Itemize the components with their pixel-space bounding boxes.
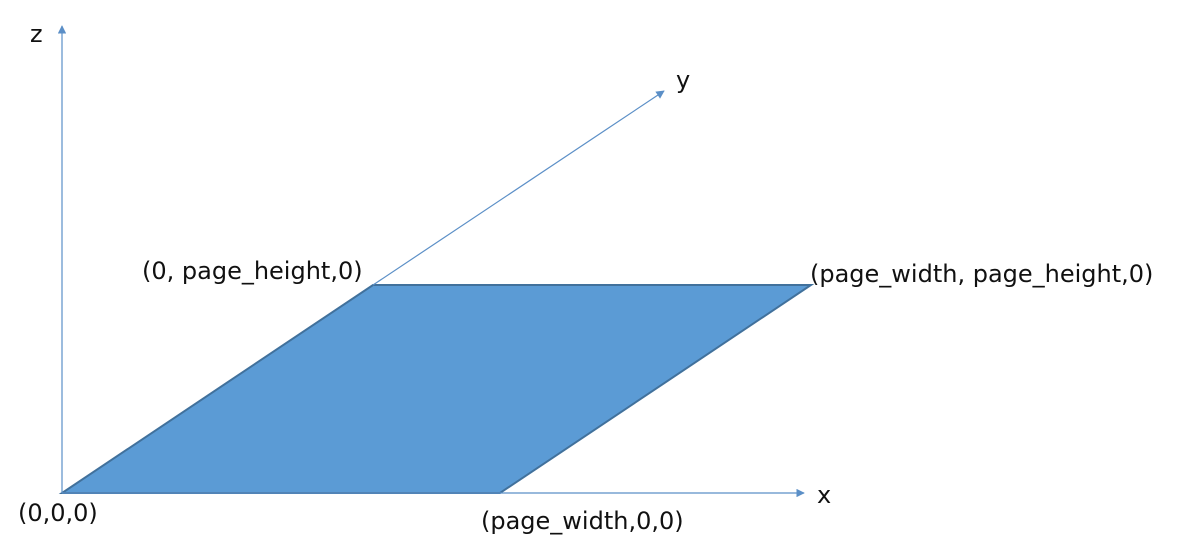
xy-end-label: (page_width, page_height,0): [810, 260, 1153, 288]
origin-label: (0,0,0): [18, 499, 98, 527]
y-axis-label: y: [676, 66, 690, 94]
y-end-label: (0, page_height,0): [142, 257, 363, 285]
x-axis-label: x: [817, 481, 831, 509]
y-axis-upper: [372, 90, 665, 286]
z-axis-label: z: [30, 20, 43, 48]
page-plane: [58, 284, 815, 494]
x-end-label: (page_width,0,0): [481, 507, 684, 535]
